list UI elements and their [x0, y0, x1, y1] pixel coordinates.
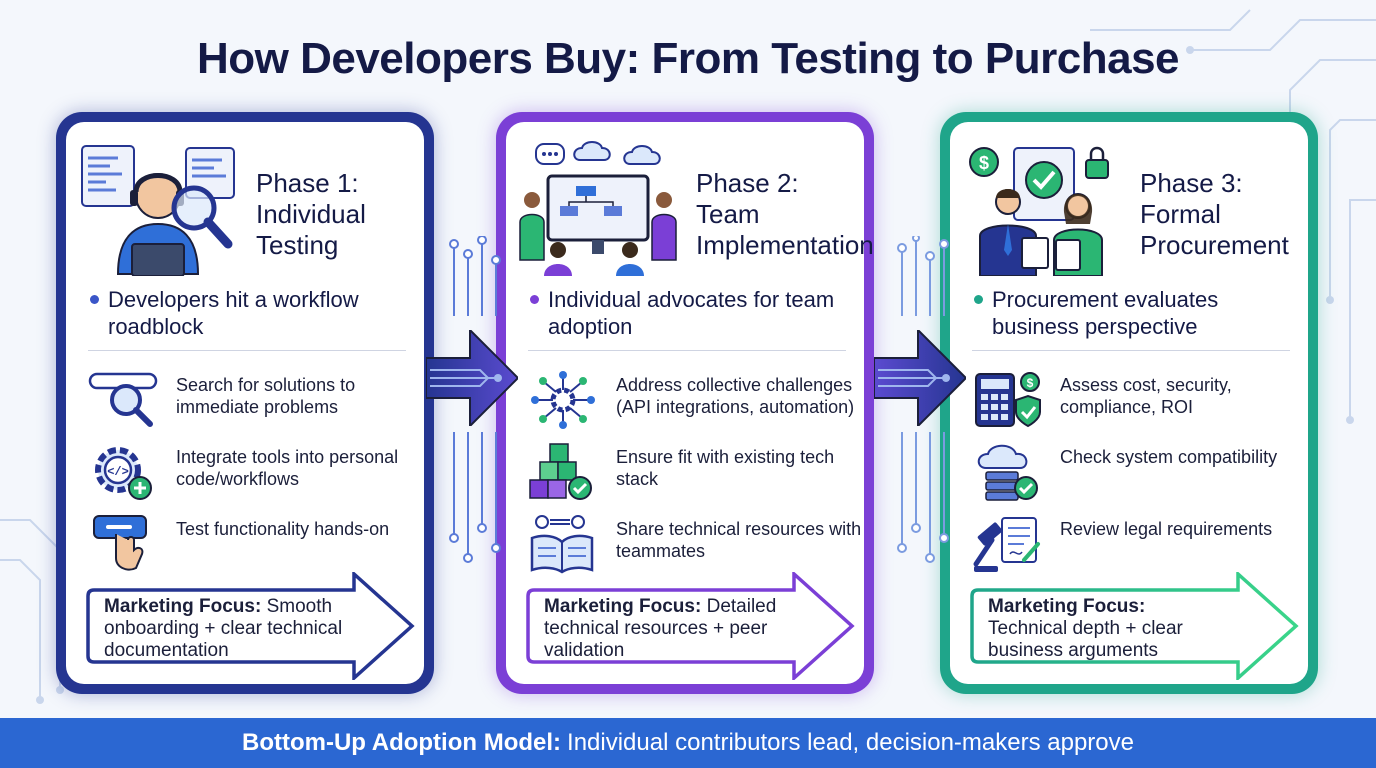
- phase-2-item-fit: Ensure fit with existing tech stack: [528, 442, 858, 502]
- svg-text:</>: </>: [107, 465, 129, 479]
- phase-3-item-legal: Review legal requirements: [972, 514, 1302, 574]
- page-title: How Developers Buy: From Testing to Purc…: [196, 34, 1180, 83]
- footer-banner: Bottom-Up Adoption Model: Individual con…: [0, 718, 1376, 768]
- book-share-icon: [530, 515, 594, 574]
- connector-arrow-2-to-3: [874, 330, 966, 426]
- network-gears-icon: [531, 371, 595, 429]
- phase-2-card: Phase 2: Team Implementation Individual …: [496, 112, 874, 694]
- phase-1-item-integrate: </> Integrate tools into personal code/w…: [88, 442, 418, 502]
- gear-code-plus-icon: </>: [95, 447, 152, 500]
- phase-3-item-compat: Check system compatibility: [972, 442, 1302, 502]
- calculator-shield-icon: $: [975, 372, 1041, 428]
- phase-3-item-assess: $ Assess cost, security, compliance, ROI: [972, 370, 1302, 430]
- cloud-server-check-icon: [977, 444, 1038, 501]
- bullet-dot: [90, 295, 99, 304]
- phase-1-title: Phase 1: Individual Testing: [256, 168, 366, 260]
- svg-text:$: $: [1027, 376, 1034, 390]
- divider: [88, 350, 406, 351]
- phase-2-item-share: Share technical resources with teammates: [528, 514, 861, 574]
- developer-magnifier-illustration: [81, 145, 235, 276]
- arrow-outline-shape: [970, 572, 1299, 680]
- arrow-outline-shape: [86, 572, 415, 680]
- phase-1-card: Phase 1: Individual Testing Developers h…: [56, 112, 434, 694]
- svg-text:$: $: [979, 153, 989, 173]
- connector-arrow-1-to-2: [426, 330, 518, 426]
- phase-1-item-search: Search for solutions to immediate proble…: [88, 370, 418, 430]
- divider: [528, 350, 846, 351]
- phase-1-main-point: Developers hit a workflow roadblock: [88, 286, 418, 340]
- phase-3-card: $ Phase 3: Formal Procurement Procuremen…: [940, 112, 1318, 694]
- procurement-review-illustration: $: [969, 146, 1109, 276]
- phase-2-title: Phase 2: Team Implementation: [696, 168, 874, 260]
- phase-2-marketing-focus: Marketing Focus: Detailed technical reso…: [526, 572, 856, 680]
- team-whiteboard-illustration: [519, 141, 677, 276]
- bullet-dot: [530, 295, 539, 304]
- search-bar-magnifier-icon: [88, 372, 158, 427]
- divider: [972, 350, 1290, 351]
- phase-3-main-point: Procurement evaluates business perspecti…: [972, 286, 1302, 340]
- phase-2-item-collective: Address collective challenges (API integ…: [528, 370, 858, 430]
- hand-wrench-icon: [93, 515, 147, 571]
- arrow-outline-shape: [526, 572, 855, 680]
- circuit-traces-right: [897, 236, 949, 563]
- phase-1-item-test: Test functionality hands-on: [88, 514, 418, 574]
- phase-1-marketing-focus: Marketing Focus: Smooth onboarding + cle…: [86, 572, 416, 680]
- cubes-check-icon: [529, 443, 592, 500]
- phase-3-marketing-focus: Marketing Focus:Technical depth + clear …: [970, 572, 1300, 680]
- phase-2-main-point: Individual advocates for team adoption: [528, 286, 858, 340]
- bullet-dot: [974, 295, 983, 304]
- gavel-document-icon: [973, 517, 1040, 572]
- circuit-traces-left: [449, 236, 501, 563]
- phase-3-title: Phase 3: Formal Procurement: [1140, 168, 1289, 260]
